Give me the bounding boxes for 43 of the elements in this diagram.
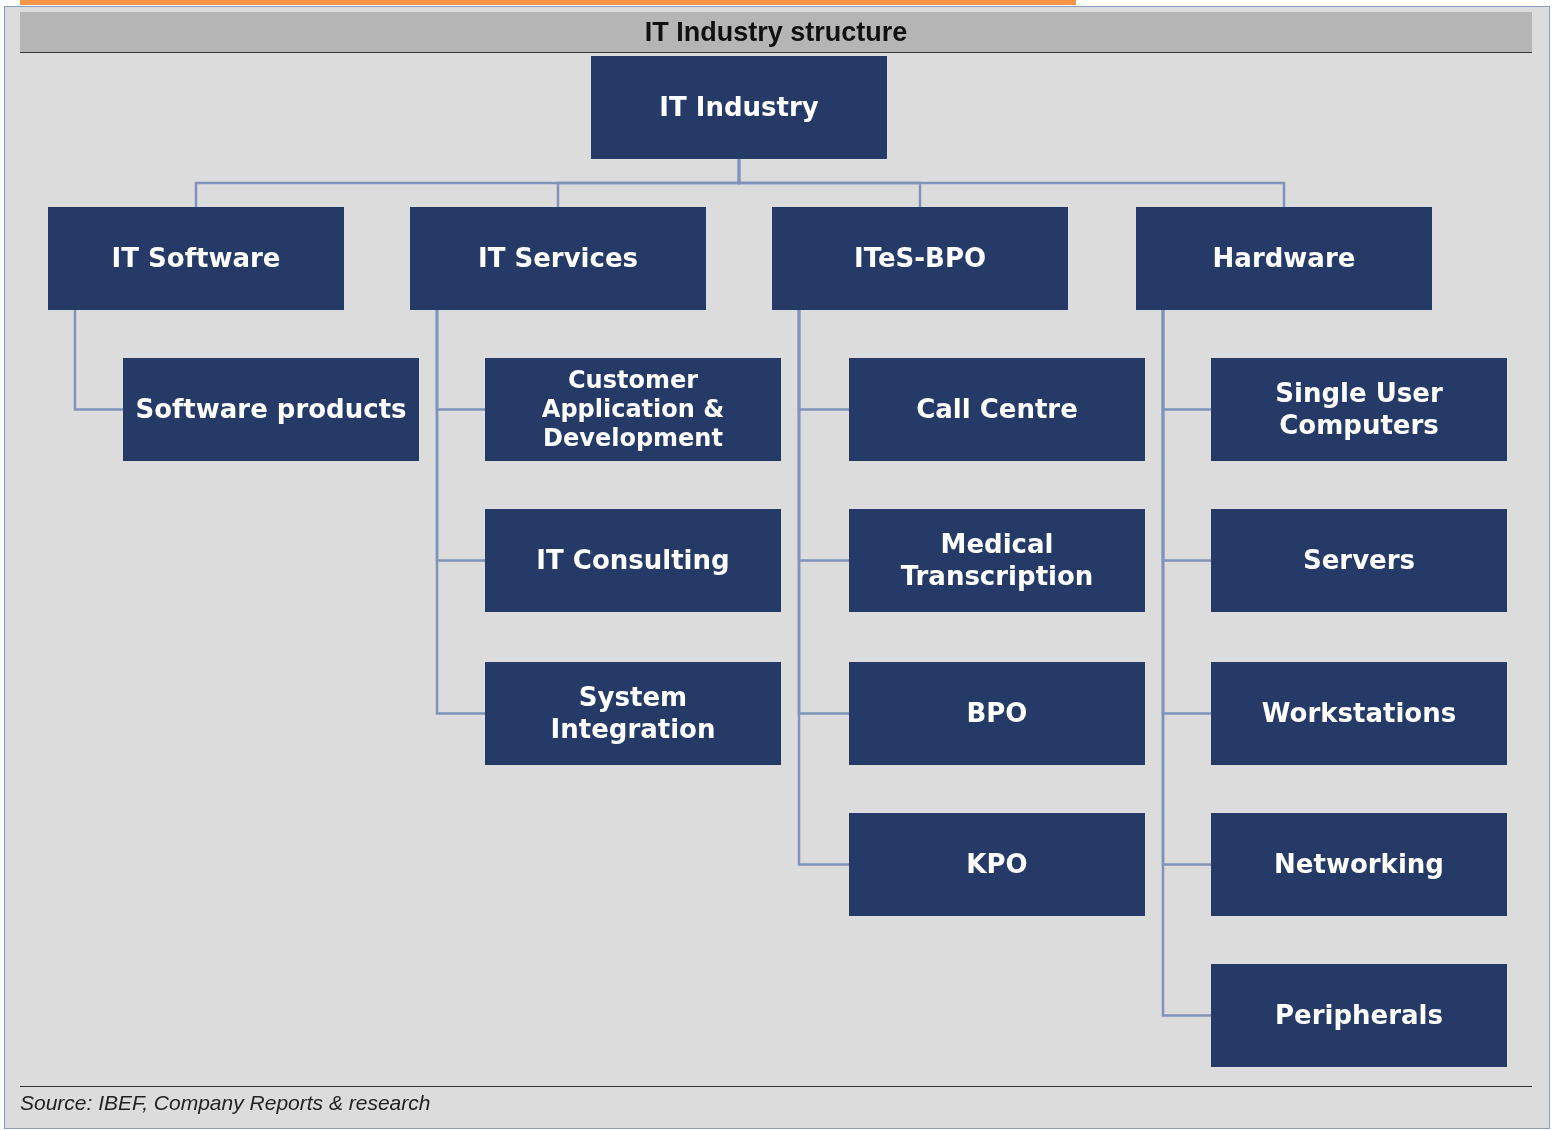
category-box: [485, 509, 781, 612]
node-label: Networking: [1274, 848, 1444, 881]
node-label: Workstations: [1261, 697, 1457, 730]
category-box: [1211, 662, 1507, 765]
node-label: Single User Computers: [1274, 378, 1444, 441]
category-box: [410, 207, 706, 310]
category-box: [591, 56, 887, 159]
category-box: [849, 813, 1145, 916]
node-label: Peripherals: [1275, 999, 1443, 1032]
node-label: Software products: [135, 393, 407, 426]
node-label: Call Centre: [916, 393, 1078, 426]
connector-line: [435, 310, 485, 715]
node-label: IT Services: [478, 242, 638, 275]
category-box: [1211, 964, 1507, 1067]
connector-line: [737, 159, 1286, 207]
category-box: [1211, 813, 1507, 916]
connector-line: [1161, 310, 1211, 1017]
category-box: [1211, 358, 1507, 461]
node-label: Servers: [1302, 544, 1416, 577]
category-box: [849, 662, 1145, 765]
connector-line: [797, 310, 849, 866]
node-label: BPO: [966, 697, 1028, 730]
node-label: System Integration: [549, 682, 717, 745]
node-label: Customer Application & Development: [540, 366, 726, 453]
category-box: [48, 207, 344, 310]
node-label: KPO: [966, 848, 1028, 881]
connector-line: [73, 310, 123, 411]
category-box: [485, 358, 781, 461]
node-label: ITeS-BPO: [853, 242, 987, 275]
category-box: [1211, 509, 1507, 612]
category-box: [1136, 207, 1432, 310]
node-label: IT Consulting: [536, 544, 730, 577]
category-box: [485, 662, 781, 765]
category-box: [123, 358, 419, 461]
category-box: [849, 358, 1145, 461]
title: IT Industry structure: [644, 16, 908, 48]
source-note: Source: IBEF, Company Reports & research: [20, 1091, 431, 1115]
node-label: IT Industry: [659, 91, 819, 124]
category-box: [849, 509, 1145, 612]
node-label: IT Software: [111, 242, 281, 275]
node-label: Hardware: [1212, 242, 1356, 275]
node-label: Medical Transcription: [899, 529, 1095, 592]
category-box: [772, 207, 1068, 310]
